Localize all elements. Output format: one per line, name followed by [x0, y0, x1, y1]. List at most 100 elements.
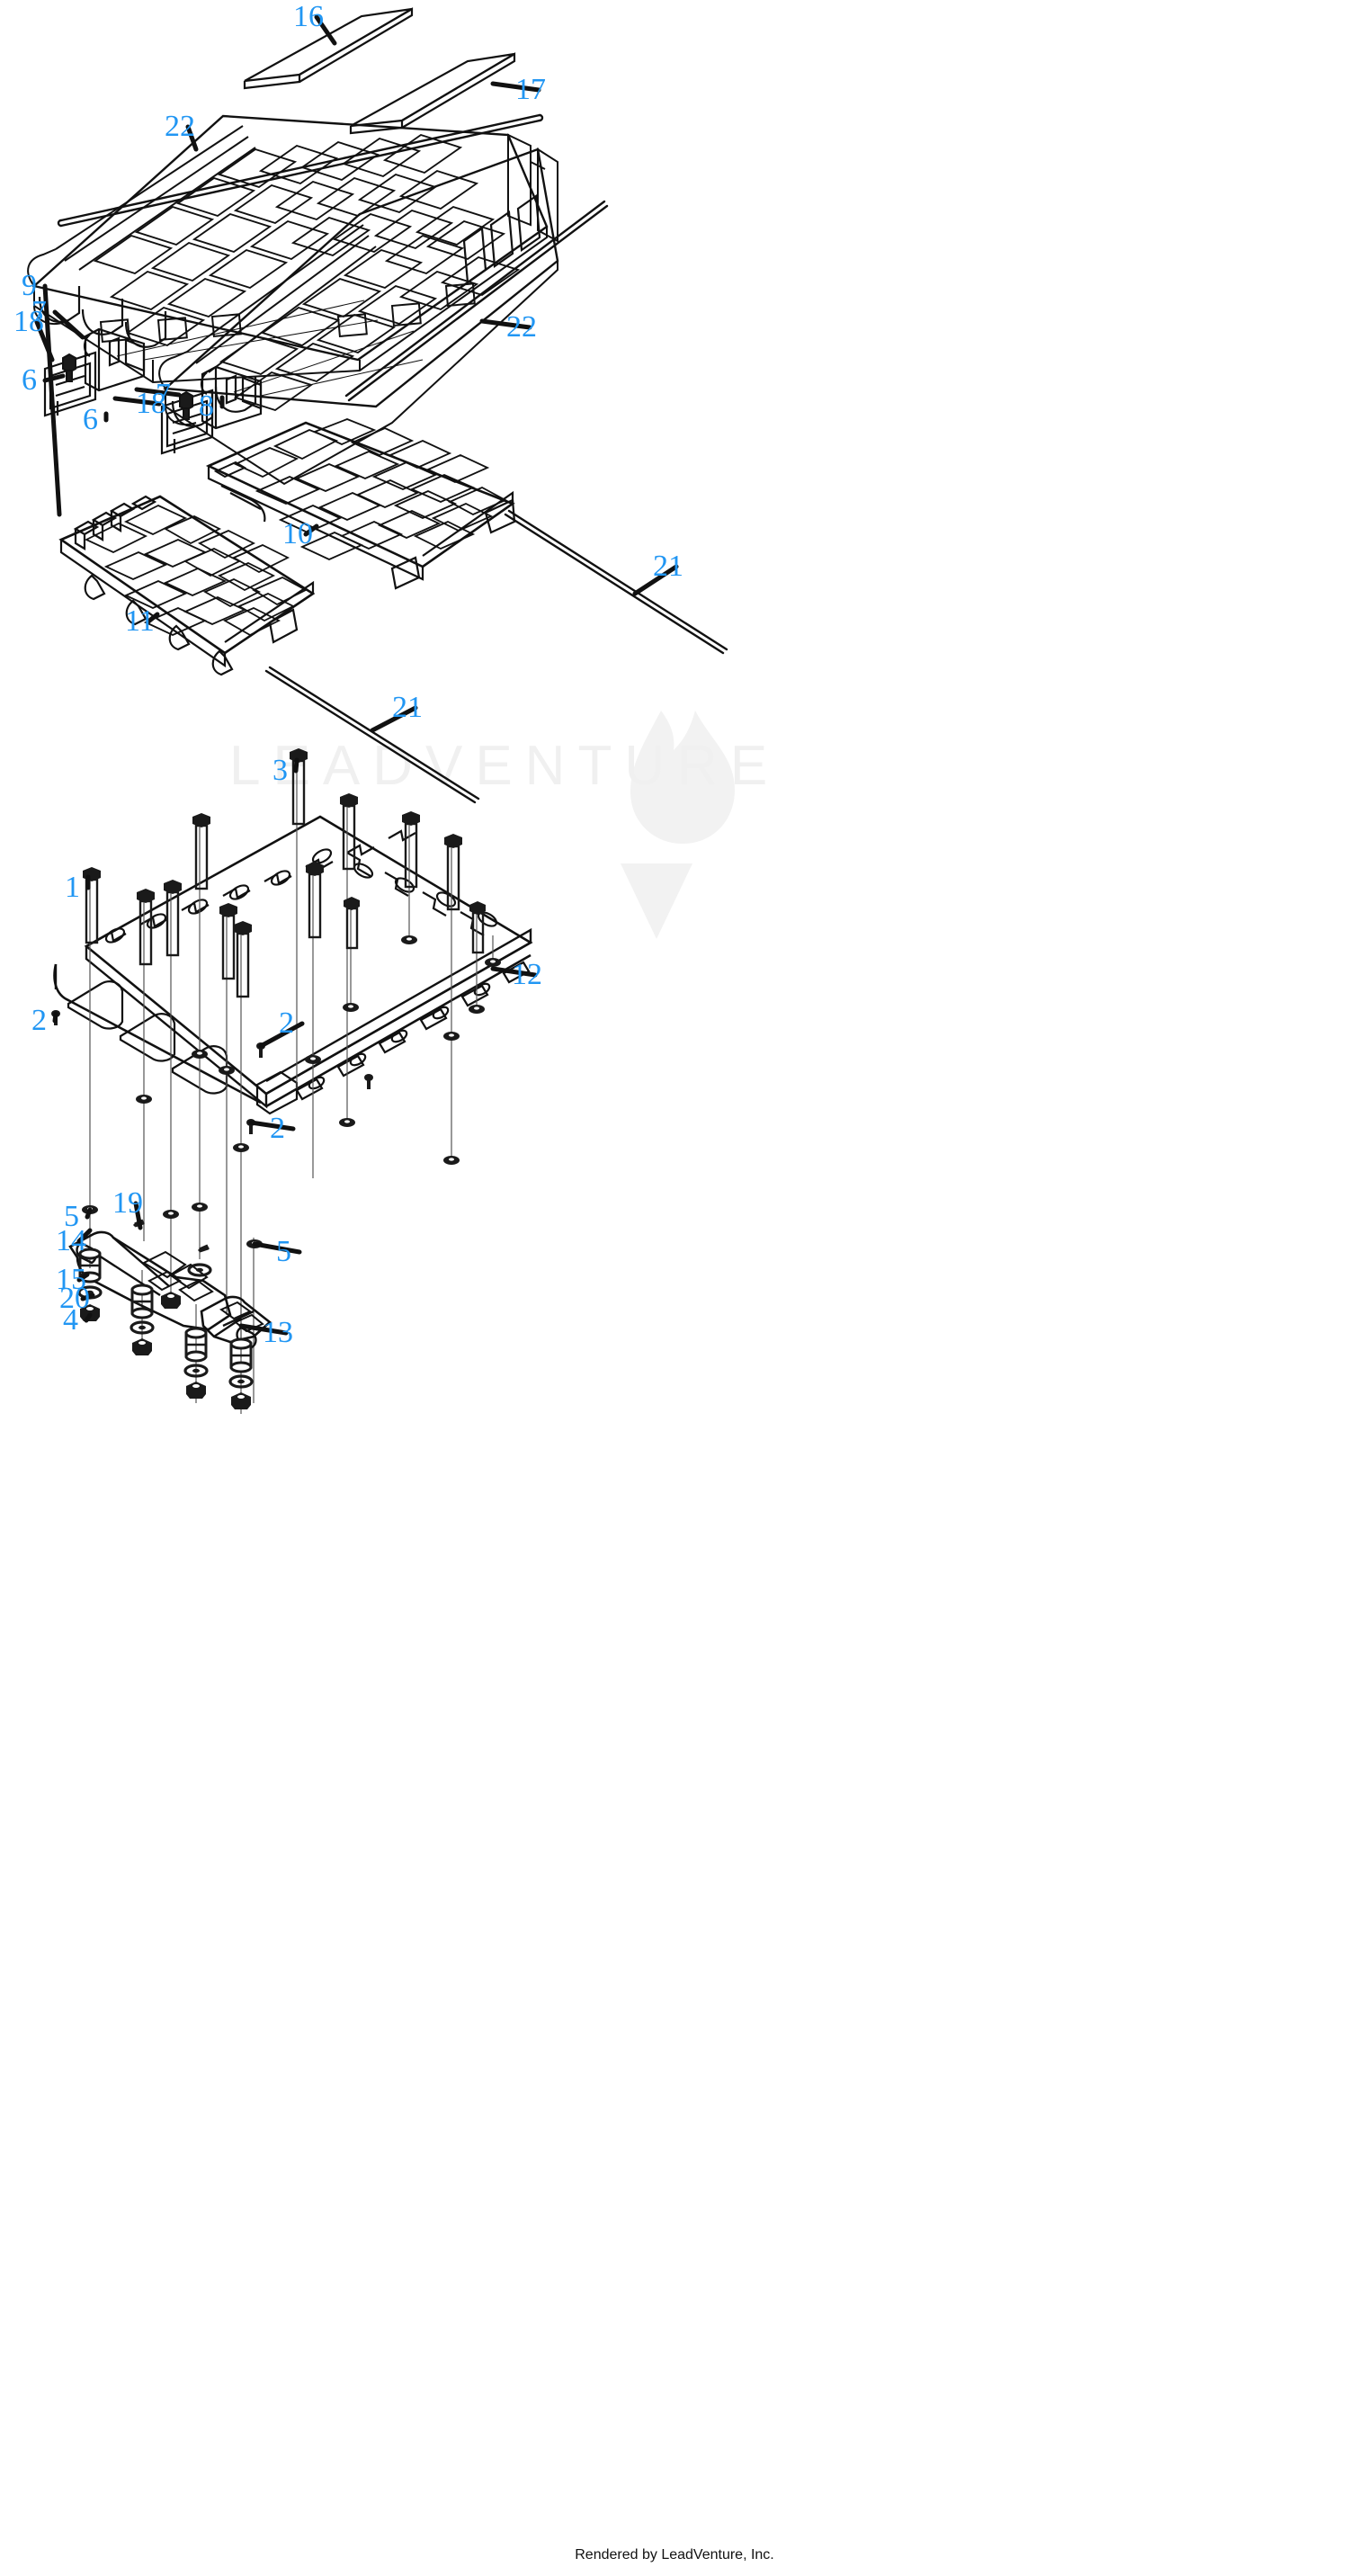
part-latch-pin-18-left — [62, 353, 76, 382]
footer-credit: Rendered by LeadVenture, Inc. — [575, 2547, 774, 2563]
callout-14-24[interactable]: 14 — [56, 1224, 93, 1257]
callout-number: 15 — [56, 1263, 86, 1296]
callout-2-19[interactable]: 2 — [31, 1004, 58, 1037]
callout-2-20[interactable]: 2 — [258, 1006, 305, 1049]
callout-18-9[interactable]: 18 — [112, 387, 166, 420]
callout-leader-line — [134, 387, 182, 398]
callout-number: 20 — [59, 1282, 90, 1315]
callout-number: 5 — [64, 1200, 79, 1233]
callout-leader-line — [52, 1011, 58, 1024]
callout-leader-line — [84, 1312, 93, 1323]
callout-21-13[interactable]: 21 — [632, 550, 683, 596]
callout-leader-line — [490, 966, 538, 978]
callout-number: 4 — [63, 1303, 78, 1337]
callout-number: 17 — [515, 73, 546, 106]
callout-number: 10 — [282, 517, 313, 550]
callout-17-1[interactable]: 17 — [490, 73, 546, 106]
callout-leader-line — [238, 1323, 289, 1336]
callout-leader-line — [248, 1120, 296, 1131]
callout-leader-line — [42, 283, 62, 517]
callout-number: 21 — [392, 691, 423, 724]
callout-4-28[interactable]: 4 — [63, 1303, 93, 1337]
callout-leader-line — [314, 14, 337, 46]
callout-21-15[interactable]: 21 — [370, 691, 423, 733]
callout-leader-line — [303, 523, 319, 537]
callout-leader-line — [293, 757, 299, 774]
callout-16-0[interactable]: 16 — [293, 0, 337, 46]
callout-leader-line — [85, 1207, 93, 1220]
part-long-support-rod-21-upper — [504, 509, 728, 655]
callout-6-10[interactable]: 6 — [83, 403, 109, 436]
callout-10-12[interactable]: 10 — [282, 517, 319, 550]
callout-number: 6 — [83, 403, 98, 436]
callout-9-3[interactable]: 9 — [22, 269, 62, 517]
part-upper-deck-panel-10 — [205, 418, 516, 590]
part-long-support-rod-21-lower — [264, 666, 480, 804]
callout-11-14[interactable]: 11 — [125, 604, 160, 638]
callout-leader-line — [146, 612, 160, 624]
callout-number: 9 — [22, 269, 37, 302]
callout-12-18[interactable]: 12 — [490, 958, 542, 991]
part-perimeter-base-frame-12 — [53, 815, 533, 1115]
part-secondary-trim-strip-17 — [349, 52, 516, 135]
callout-number: 2 — [279, 1006, 294, 1040]
callout-number: 22 — [506, 310, 537, 344]
callout-13-29[interactable]: 13 — [238, 1316, 293, 1349]
callout-leader-line — [370, 705, 418, 733]
part-long-edge-rail-rod-22-lower — [344, 200, 609, 402]
callout-number: 5 — [276, 1235, 291, 1268]
callout-8-11[interactable]: 8 — [199, 389, 225, 423]
callout-number: 18 — [136, 387, 166, 420]
callout-leader-line — [479, 318, 532, 330]
callout-leader-line — [76, 1228, 93, 1244]
part-latch-mechanism-7-right — [200, 365, 263, 430]
callout-6-6[interactable]: 6 — [22, 363, 66, 397]
callout-7-4[interactable]: 7 — [31, 295, 85, 340]
part-lower-deck-panel-11 — [58, 495, 316, 676]
callout-number: 12 — [512, 958, 542, 991]
callout-number: 2 — [31, 1004, 47, 1037]
callout-number: 7 — [31, 295, 47, 328]
callout-18-5[interactable]: 18 — [13, 305, 55, 362]
callout-leader-line — [632, 564, 679, 596]
callout-2-21[interactable]: 2 — [248, 1112, 296, 1145]
part-latch-assembly-right — [160, 330, 424, 455]
callout-number: 2 — [270, 1112, 285, 1145]
callout-3-16[interactable]: 3 — [272, 754, 299, 787]
callout-number: 16 — [293, 0, 324, 33]
callout-number: 13 — [263, 1316, 293, 1349]
callout-number: 1 — [65, 871, 80, 904]
callout-leader-line — [42, 373, 66, 383]
callout-leader-line — [112, 396, 162, 407]
callout-20-27[interactable]: 20 — [59, 1282, 95, 1315]
callout-22-7[interactable]: 22 — [479, 310, 537, 344]
part-right-side-frame-rail-8 — [158, 148, 559, 486]
fasteners-arm-hardware — [77, 1219, 254, 1409]
callout-5-22[interactable]: 5 — [64, 1200, 93, 1233]
callout-leader-line — [133, 1201, 143, 1230]
callout-number: 19 — [112, 1186, 143, 1220]
callout-19-23[interactable]: 19 — [112, 1186, 143, 1230]
callout-number: 14 — [56, 1224, 86, 1257]
callout-number: 11 — [125, 604, 155, 638]
callout-leader-line — [490, 81, 541, 93]
svg-text:LEADVENTURE: LEADVENTURE — [229, 735, 780, 797]
callout-leader-line — [34, 319, 55, 362]
callout-leader-line — [80, 1292, 95, 1301]
callout-15-26[interactable]: 15 — [56, 1263, 90, 1296]
callout-22-2[interactable]: 22 — [165, 110, 199, 152]
part-latch-pin-18-right — [179, 390, 193, 420]
part-latch-mechanism-7-left — [83, 327, 146, 392]
leadventure-watermark: LEADVENTURE — [229, 711, 780, 939]
part-upper-trim-strip-16 — [243, 7, 414, 90]
callout-leader-line — [76, 1272, 90, 1283]
callout-number: 18 — [13, 305, 44, 338]
part-left-side-frame-rail-9 — [27, 114, 549, 384]
callout-leader-line — [185, 124, 199, 152]
callout-leader-line — [252, 1241, 302, 1255]
callout-5-25[interactable]: 5 — [252, 1235, 302, 1268]
callout-1-17[interactable]: 1 — [65, 871, 91, 904]
